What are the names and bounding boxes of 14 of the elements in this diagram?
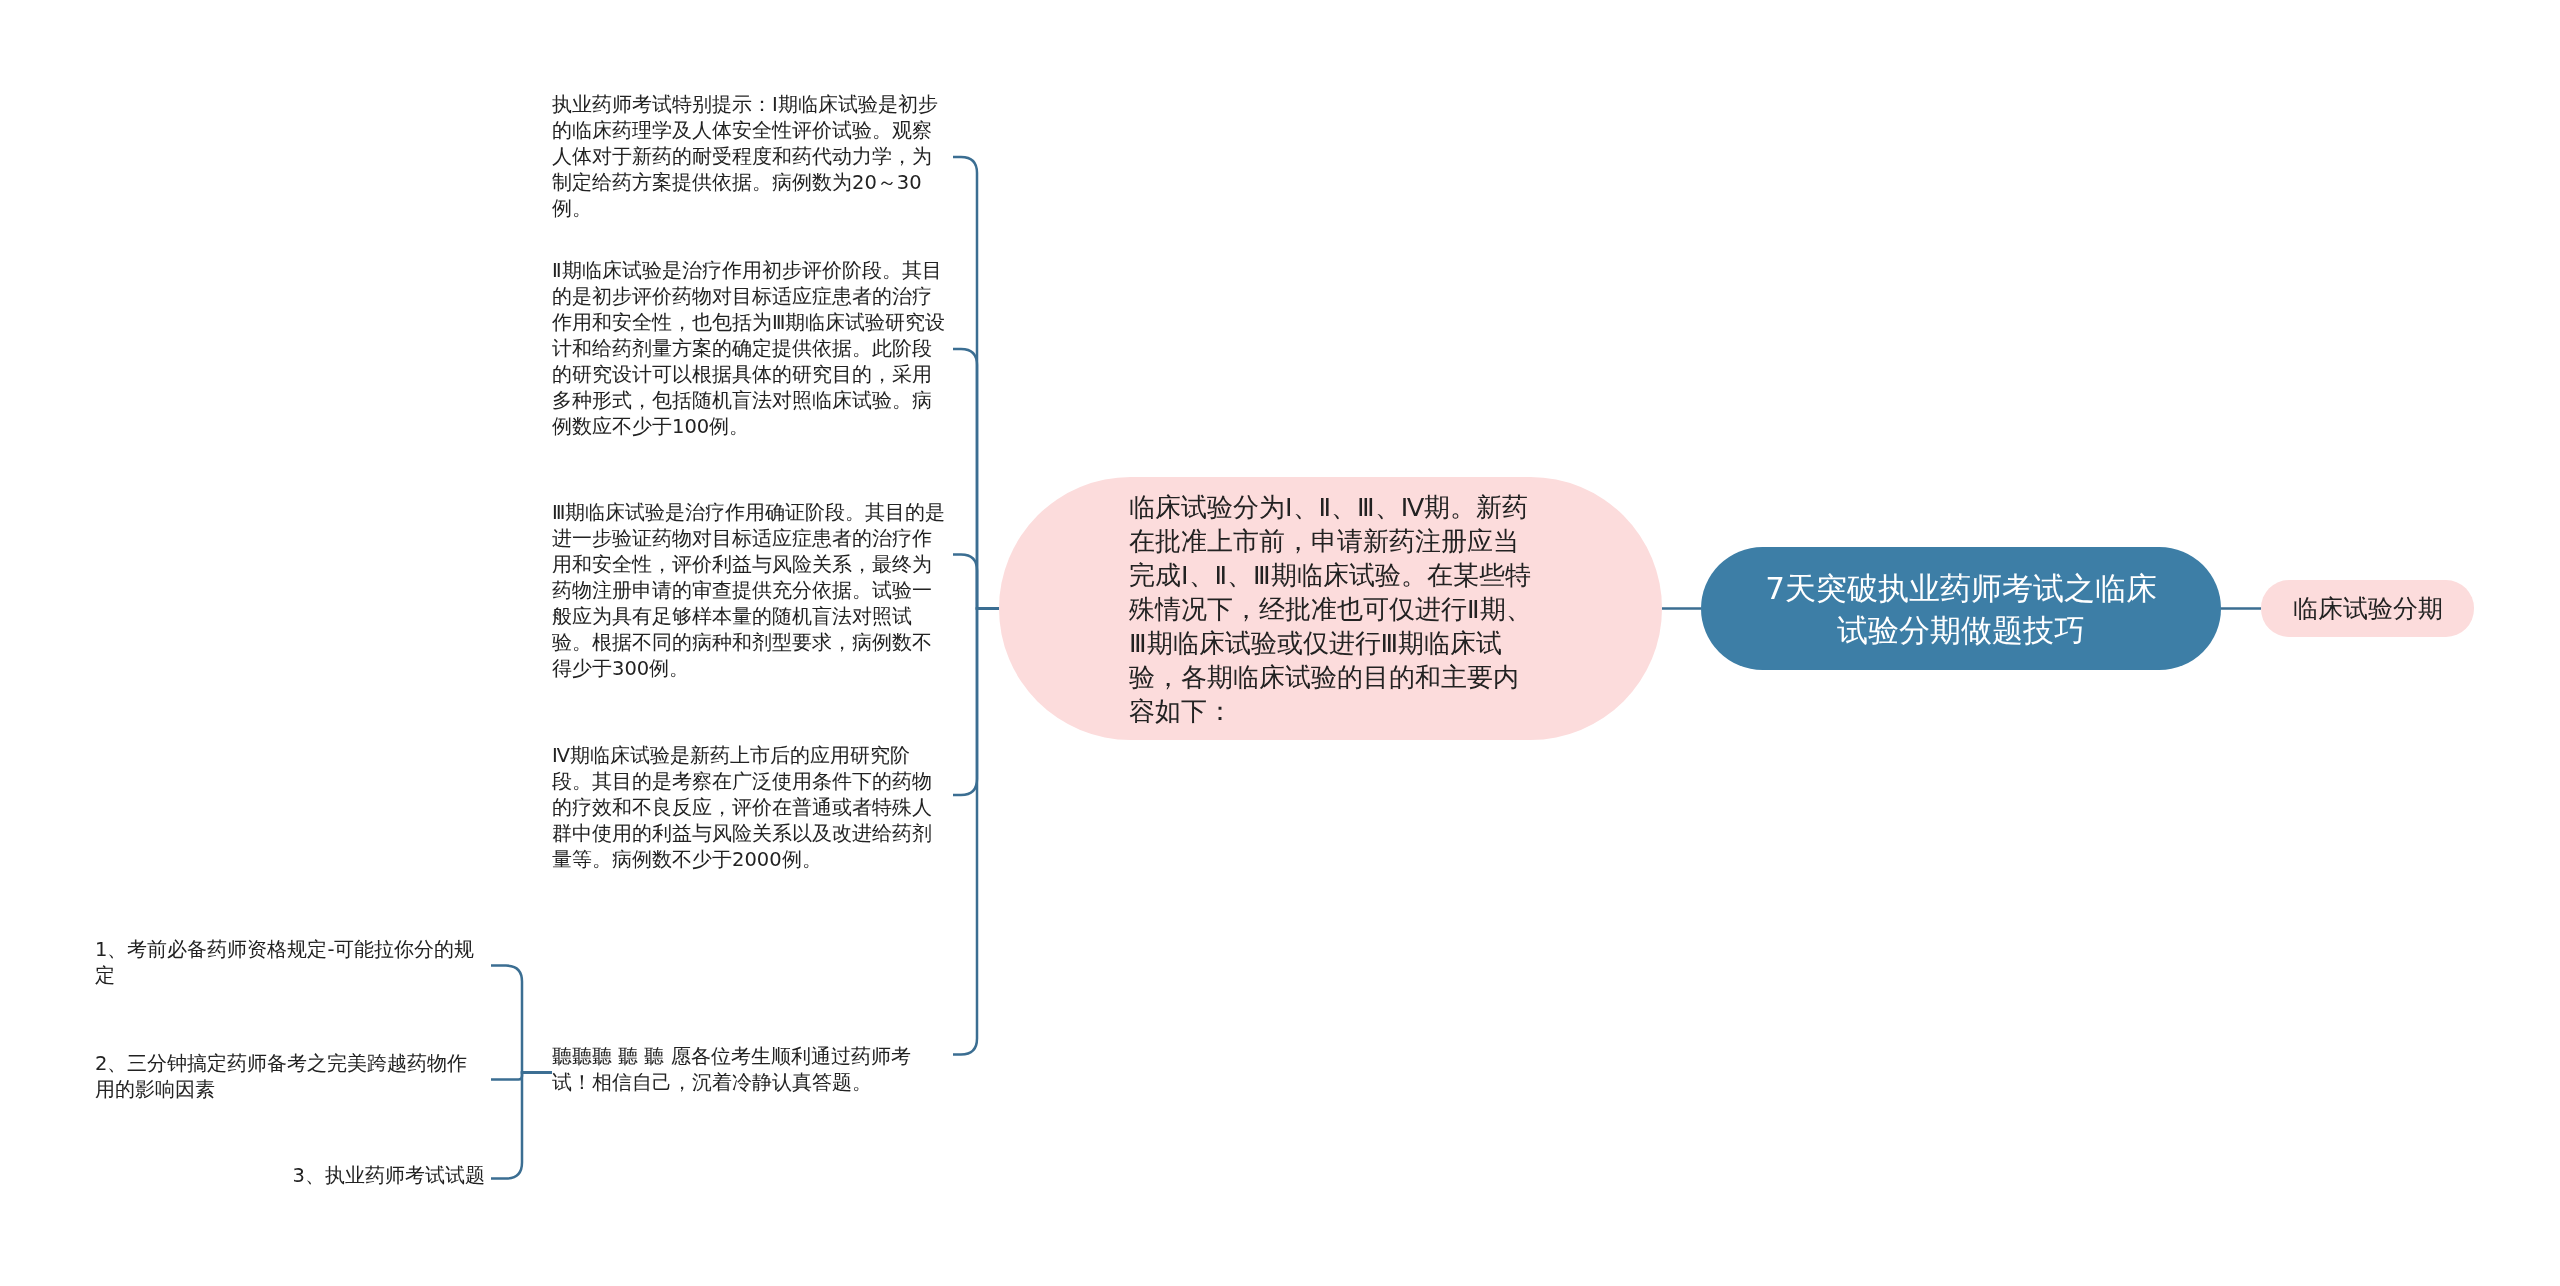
note-text: 执业药师考试特别提示：Ⅰ期临床试验是初步的临床药理学及人体安全性评价试验。观察人体对于新药的耐受程度和药代动力学，为制定给药方案提供依据。病例数为20～30例。	[552, 92, 947, 222]
topic-box: 临床试验分期	[2261, 580, 2474, 637]
topic-box: 7天突破执业药师考试之临床试验分期做题技巧	[1701, 547, 2221, 670]
note-text: Ⅱ期临床试验是治疗作用初步评价阶段。其目的是初步评价药物对目标适应症患者的治疗作用和安全性，也包括为Ⅲ期临床试验研究设计和给药剂量方案的确定提供依据。此阶段的研究设计可以根据具体的研究目的，采用多种形式，包括随机盲法对照临床试验。病例数应不少于100例。	[552, 258, 947, 440]
connector-line	[1662, 607, 1701, 610]
connector-line	[953, 607, 999, 1056]
note-text: Ⅲ期临床试验是治疗作用确证阶段。其目的是进一步验证药物对目标适应症患者的治疗作用和安全性，评价利益与风险关系，最终为药物注册申请的审查提供充分依据。试验一般应为具有足够样本量的随机盲法对照试验。根据不同的病种和剂型要求，病例数不得少于300例。	[552, 500, 947, 682]
item-text: 1、考前必备药师资格规定-可能拉你分的规定	[95, 937, 485, 989]
item-text: 2、三分钟搞定药师备考之完美跨越药物作用的影响因素	[95, 1051, 485, 1103]
connector-line	[2221, 607, 2261, 610]
item-text: 3、执业药师考试试题	[95, 1163, 485, 1189]
topic-box: 临床试验分为Ⅰ、Ⅱ、Ⅲ、Ⅳ期。新药在批准上市前，申请新药注册应当完成Ⅰ、Ⅱ、Ⅲ期临床试验。在某些特殊情况下，经批准也可仅进行Ⅱ期、Ⅲ期临床试验或仅进行Ⅲ期临床试验，各期临床试验的目的和主要内容如下：	[999, 477, 1662, 740]
note-text: Ⅳ期临床试验是新药上市后的应用研究阶段。其目的是考察在广泛使用条件下的药物的疗效和不良反应，评价在普通或者特殊人群中使用的利益与风险关系以及改进给药剂量等。病例数不少于2000例。	[552, 743, 947, 873]
note-text: 聽聽聽 聽 聽 愿各位考生顺利通过药师考试！相信自己，沉着冷静认真答题。	[552, 1044, 947, 1096]
